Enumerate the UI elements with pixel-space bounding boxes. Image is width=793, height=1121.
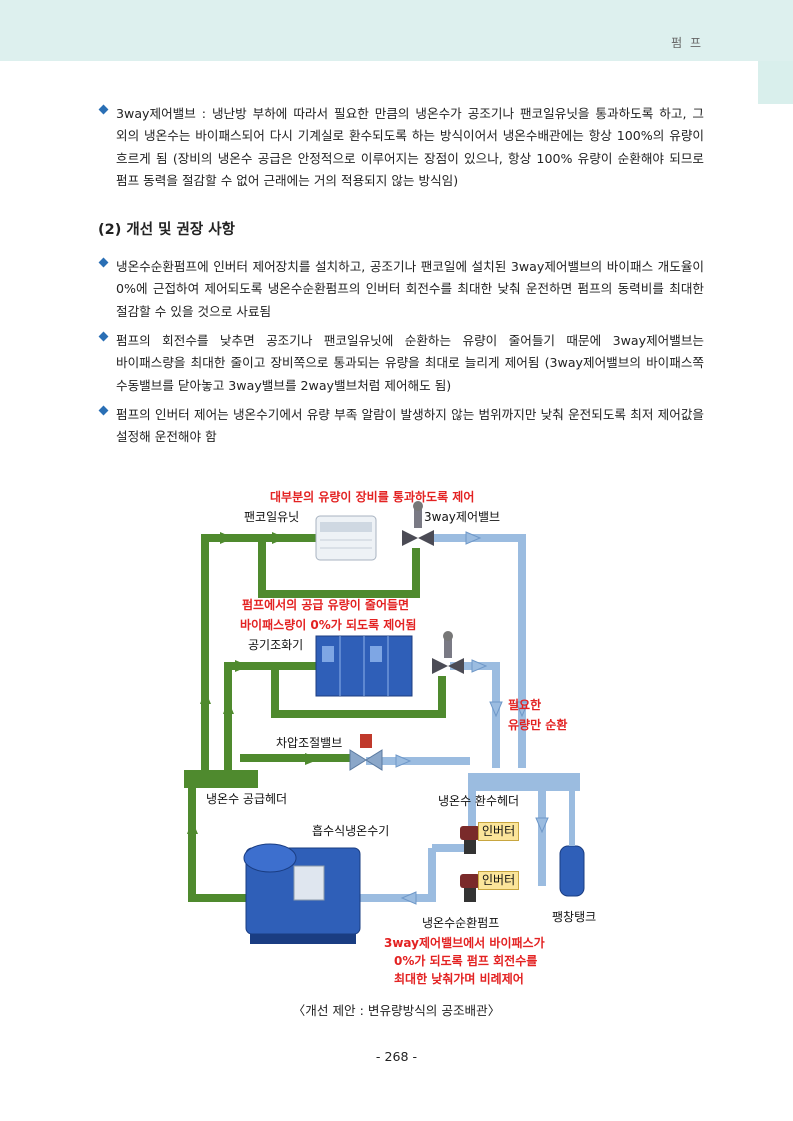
annotation-bottom-2: 0%가 되도록 펌프 회전수를 [394,954,538,968]
label-supply-header: 냉온수 공급헤더 [206,792,288,806]
page-number: - 268 - [375,1049,418,1064]
inverter-badge-1: 인버터 [478,822,520,841]
three-way-valve-fcu [402,501,434,546]
recommendation-text-2: 펌프의 회전수를 낮추면 공조기나 팬코일유닛에 순환하는 유량이 줄어들기 때… [116,333,704,393]
absorption-chiller-drawing [243,843,361,944]
recommendation-text-3: 펌프의 인버터 제어는 냉온수기에서 유량 부족 알람이 발생하지 않는 범위까… [116,407,704,445]
diamond-bullet-icon [98,405,109,416]
piping-diagram: 대부분의 유량이 장비를 통과하도록 제어 팬코일유닛 3way제어밸브 펌프에… [170,478,630,993]
label-differential-pressure-valve: 차압조절밸브 [276,736,343,750]
recommendation-bullet-3: 펌프의 인버터 제어는 냉온수기에서 유량 부족 알람이 발생하지 않는 범위까… [98,404,704,449]
annotation-needed-only-1: 필요한 [508,698,542,712]
annotation-supply-reduced: 펌프에서의 공급 유량이 줄어들면 [242,598,410,612]
label-fan-coil-unit: 팬코일유닛 [244,510,300,524]
recommendation-text-1: 냉온수순환펌프에 인버터 제어장치를 설치하고, 공조기나 팬코일에 설치된 3… [116,259,704,319]
expansion-tank-drawing [559,788,585,897]
annotation-bottom-3: 최대한 낮춰가며 비례제어 [394,972,524,986]
annotation-needed-only-2: 유량만 순환 [508,718,568,732]
section-heading: (2) 개선 및 권장 사항 [98,222,235,238]
differential-pressure-valve [349,734,383,771]
inverter-badge-2: 인버터 [478,871,520,890]
diamond-bullet-icon [98,104,109,115]
fan-coil-unit-drawing [315,515,377,561]
label-3way-valve: 3way제어밸브 [424,510,501,524]
page-header-band [0,0,793,61]
intro-bullet-text: 3way제어밸브 : 냉난방 부하에 따라서 필요한 만큼의 냉온수가 공조기나… [116,106,704,188]
piping-schematic [184,501,585,944]
diamond-bullet-icon [98,257,109,268]
side-chapter-tab [758,61,793,104]
intro-bullet: 3way제어밸브 : 냉난방 부하에 따라서 필요한 만큼의 냉온수가 공조기나… [98,103,704,192]
recommendation-bullet-2: 펌프의 회전수를 낮추면 공조기나 팬코일유닛에 순환하는 유량이 줄어들기 때… [98,330,704,397]
air-handling-unit-drawing [315,635,413,697]
label-circulation-pump: 냉온수순환펌프 [422,916,500,930]
label-air-handling-unit: 공기조화기 [248,638,304,652]
recommendation-bullet-1: 냉온수순환펌프에 인버터 제어장치를 설치하고, 공조기나 팬코일에 설치된 3… [98,256,704,323]
label-absorption-chiller: 흡수식냉온수기 [312,824,390,838]
circulation-pump-1 [460,826,480,854]
three-way-valve-ahu [432,631,464,674]
circulation-pump-2 [460,874,480,902]
annotation-bypass-zero: 바이패스량이 0%가 되도록 제어됨 [240,618,417,632]
annotation-bottom-1: 3way제어밸브에서 바이패스가 [384,936,545,950]
chapter-title: 펌 프 [671,36,703,50]
label-expansion-tank: 팽창탱크 [552,910,597,924]
diamond-bullet-icon [98,331,109,342]
label-return-header: 냉온수 환수헤더 [438,794,520,808]
annotation-most-flow-through-equipment: 대부분의 유량이 장비를 통과하도록 제어 [270,490,475,504]
figure-caption: 〈개선 제안 : 변유량방식의 공조배관〉 [292,1003,501,1018]
